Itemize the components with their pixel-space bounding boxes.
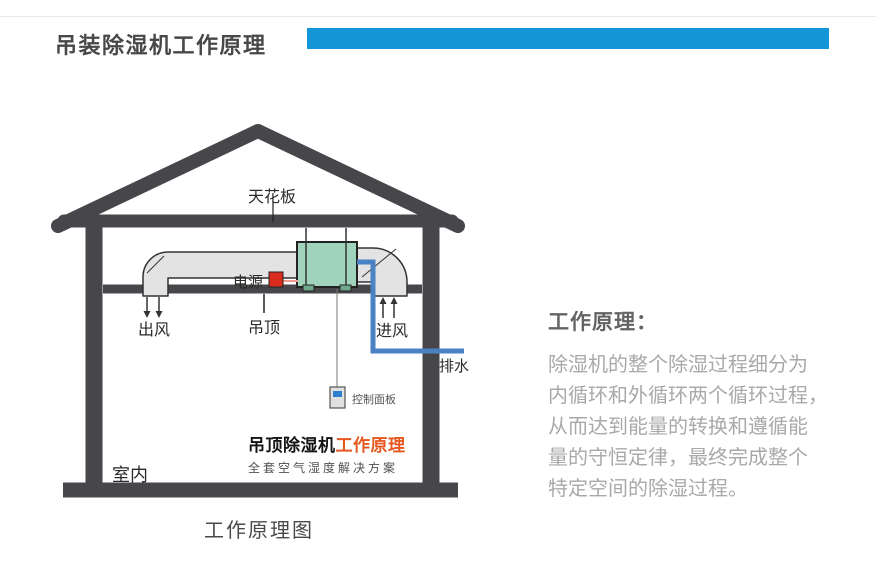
suspended-ceiling-label: 吊顶 (248, 318, 281, 337)
brand-block: 吊顶除湿机工作原理 全套空气湿度解决方案 (248, 431, 406, 476)
indoor-label: 室内 (112, 465, 148, 486)
air-in-label: 进风 (376, 321, 409, 340)
air-out-label: 出风 (138, 320, 171, 339)
drain-label: 排水 (439, 357, 470, 375)
principle-line: 量的守恒定律，最终完成整个 (548, 445, 808, 469)
principle-line: 从而达到能量的转换和遵循能 (548, 414, 808, 438)
brand-name: 吊顶除湿机 (248, 436, 336, 456)
brand-tagline: 全套空气湿度解决方案 (248, 461, 399, 475)
drain-pipe (357, 259, 464, 354)
air-out-arrows (143, 297, 163, 318)
ceiling-label: 天花板 (248, 187, 297, 206)
air-in-arrows (379, 297, 398, 318)
unit-foot-left (302, 284, 315, 292)
principle-line: 除湿机的整个除湿过程细分为 (548, 352, 808, 376)
principle-section: 工作原理： 除湿机的整个除湿过程细分为 内循环和外循环两个循环过程， 从而达到能… (548, 306, 848, 504)
return-duct-miter-line (361, 248, 397, 278)
principle-paragraph: 除湿机的整个除湿过程细分为 内循环和外循环两个循环过程， 从而达到能量的转换和遵… (548, 349, 848, 504)
principle-heading: 工作原理： (548, 310, 658, 334)
roof (51, 124, 465, 233)
top-divider (0, 16, 876, 17)
title-accent-bar (307, 28, 829, 49)
page-title: 吊装除湿机工作原理 (55, 34, 267, 59)
power-label: 电源 (233, 273, 264, 291)
principle-line: 内循环和外循环两个循环过程， (548, 383, 828, 407)
power-outlet (268, 271, 284, 288)
supply-duct-miter-line (146, 255, 165, 274)
control-panel-screen (333, 391, 342, 397)
diagram-caption: 工作原理图 (204, 518, 314, 542)
control-panel-icon (329, 386, 346, 409)
brand-title: 吊顶除湿机工作原理 (248, 431, 406, 456)
unit-foot-right (339, 284, 352, 292)
supply-duct (142, 251, 298, 297)
brand-highlight: 工作原理 (335, 436, 406, 456)
principle-line: 特定空间的除湿过程。 (548, 476, 748, 500)
control-panel-label: 控制面板 (352, 393, 396, 406)
